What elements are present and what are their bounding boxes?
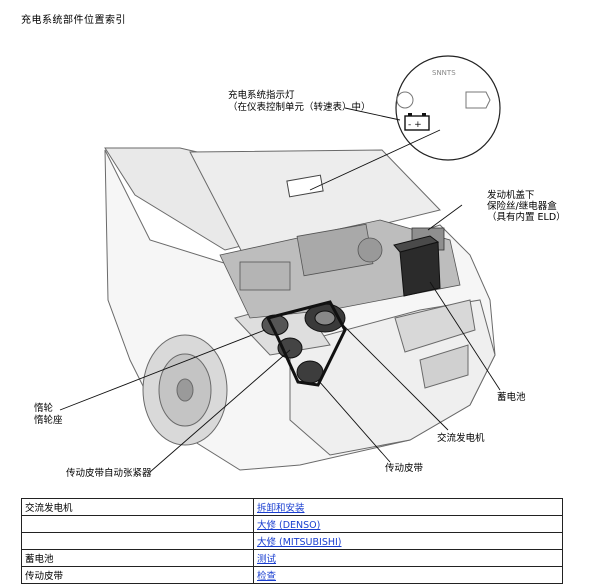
- alternator-label: 交流发电机: [437, 433, 485, 444]
- battery-label: 蓄电池: [497, 392, 526, 403]
- component-cell: 传动皮带: [21, 566, 254, 584]
- raised-hood: [189, 149, 441, 259]
- alternator-removal-link[interactable]: 拆卸和安装: [257, 503, 305, 514]
- table-row: 大修 (MITSUBISHI): [21, 532, 563, 550]
- tensioner-label: 传动皮带自动张紧器: [66, 468, 152, 479]
- table-row: 传动皮带 检查: [21, 566, 563, 584]
- table-row: 交流发电机 拆卸和安装: [21, 498, 563, 516]
- lower-grille: [419, 344, 469, 389]
- table-row: 蓄电池 测试: [21, 549, 563, 567]
- fusebox-label-line1: 发动机盖下: [487, 190, 535, 201]
- indicator-label-line2: （在仪表控制单元（转速表）中）: [228, 102, 371, 113]
- battery-test-link[interactable]: 测试: [257, 554, 277, 565]
- instrument-inset: SNNTS - +: [395, 55, 501, 161]
- idler-label-line2: 惰轮座: [34, 415, 63, 426]
- dash-indicator: [286, 174, 324, 198]
- table-row: 大修 (DENSO): [21, 515, 563, 533]
- component-cell: [21, 515, 254, 533]
- idler-label-line1: 惰轮: [34, 403, 54, 414]
- page-title: 充电系统部件位置索引: [21, 15, 126, 26]
- alternator-overhaul-mitsubishi-link[interactable]: 大修 (MITSUBISHI): [257, 537, 342, 548]
- component-cell: 交流发电机: [21, 498, 254, 516]
- gauge-marks: SNNTS: [432, 69, 456, 77]
- fusebox-label-line3: （具有内置 ELD）: [487, 212, 566, 223]
- indicator-label-line1: 充电系统指示灯: [228, 90, 295, 101]
- alternator-assembly: [261, 300, 347, 387]
- battery-warning-icon: [404, 115, 430, 131]
- component-cell: 蓄电池: [21, 549, 254, 567]
- belt-label: 传动皮带: [385, 463, 424, 474]
- alternator-overhaul-denso-link[interactable]: 大修 (DENSO): [257, 520, 321, 531]
- grille: [394, 299, 476, 353]
- fusebox-label-line2: 保险丝/继电器盒: [487, 201, 557, 212]
- component-cell: [21, 532, 254, 550]
- charging-system-illustration: SNNTS - +: [59, 55, 501, 473]
- svg-text:- +: - +: [408, 120, 422, 130]
- component-index-table: 交流发电机 拆卸和安装 大修 (DENSO) 大修 (MITSUBISHI) 蓄…: [21, 498, 563, 584]
